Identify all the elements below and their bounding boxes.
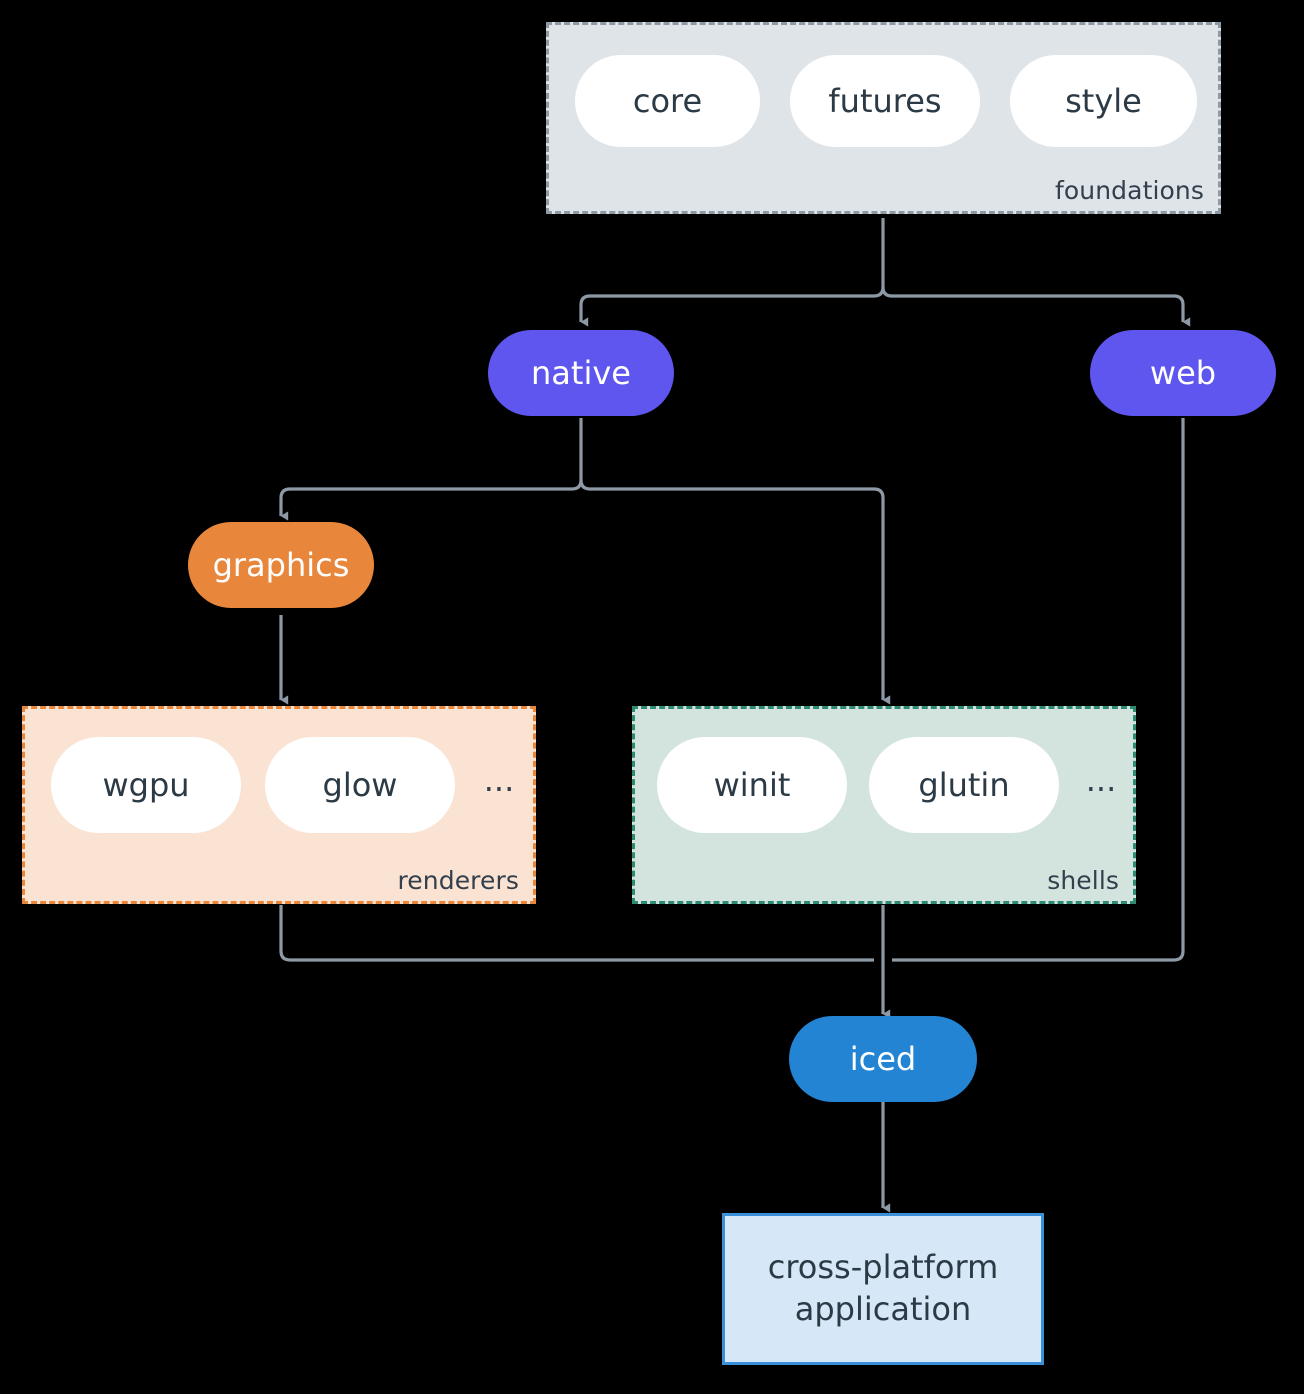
node-core[interactable]: core [575,55,760,147]
node-style-label: style [1065,82,1142,120]
foundations-members: core futures style [549,55,1244,147]
node-style[interactable]: style [1010,55,1197,147]
group-renderers: wgpu glow ... renderers [22,706,536,904]
node-glutin[interactable]: glutin [869,737,1059,833]
node-application[interactable]: cross-platform application [722,1213,1044,1365]
node-futures-label: futures [828,82,942,120]
node-glutin-label: glutin [918,766,1010,804]
renderers-members: wgpu glow ... [25,737,559,833]
edge-foundations-to-native [579,286,885,327]
node-native-label: native [531,354,631,392]
shells-members: winit glutin ... [635,737,1155,833]
renderers-more-icon: ... [483,761,515,799]
application-label-line2: application [794,1290,972,1328]
node-glow-label: glow [322,766,398,804]
node-wgpu[interactable]: wgpu [51,737,241,833]
shells-more-icon: ... [1085,761,1117,799]
node-web-label: web [1149,354,1217,392]
node-winit-label: winit [713,766,791,804]
node-glow[interactable]: glow [265,737,455,833]
node-winit[interactable]: winit [657,737,847,833]
node-iced-label: iced [849,1040,917,1078]
renderers-label: renderers [397,866,519,895]
node-web[interactable]: web [1090,330,1276,416]
node-graphics-label: graphics [212,546,350,584]
node-iced[interactable]: iced [789,1016,977,1102]
node-native[interactable]: native [488,330,674,416]
edge-native-to-graphics [279,479,583,521]
edge-foundations-to-web [881,286,1191,327]
group-foundations: core futures style foundations [546,22,1221,214]
application-label-line1: cross-platform [767,1248,999,1287]
node-graphics[interactable]: graphics [188,522,374,608]
shells-label: shells [1047,866,1119,895]
node-futures[interactable]: futures [790,55,980,147]
edge-renderers-to-merge [279,905,874,962]
node-wgpu-label: wgpu [102,766,190,804]
foundations-label: foundations [1055,176,1204,205]
edge-native-to-shells [579,479,891,705]
group-shells: winit glutin ... shells [632,706,1136,904]
node-core-label: core [632,82,703,120]
